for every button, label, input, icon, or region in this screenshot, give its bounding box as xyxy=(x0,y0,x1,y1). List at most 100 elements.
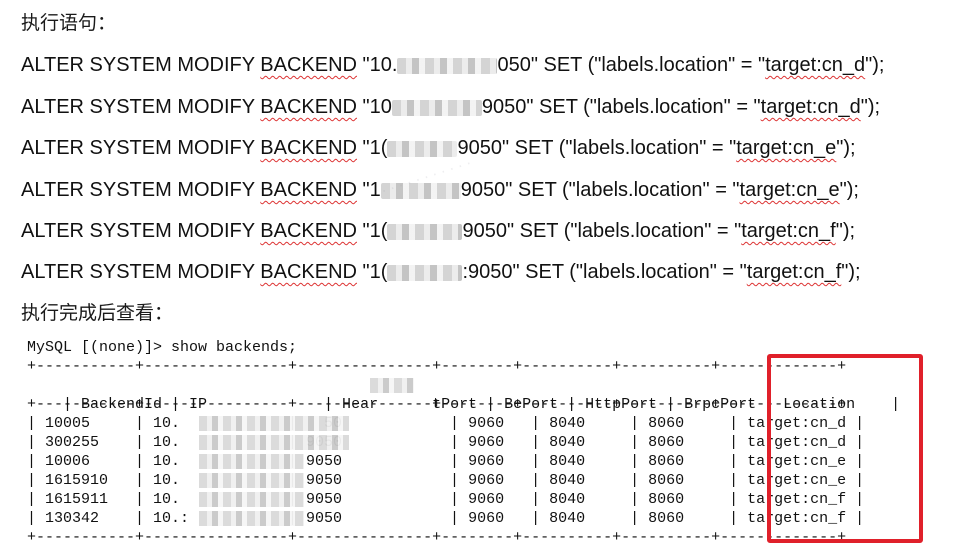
redacted-ip-cell xyxy=(199,435,349,450)
cell-separator: | xyxy=(27,472,46,489)
cell-separator: | xyxy=(855,415,865,432)
cell-id: 10006 xyxy=(45,453,91,470)
sql-location-value: target:cn_e xyxy=(736,137,837,159)
sql-tail: "); xyxy=(836,137,856,159)
cell-separator: | xyxy=(450,472,469,489)
sql-keyword: BACKEND xyxy=(260,179,357,201)
cell-http: 8040 xyxy=(549,510,586,527)
sql-ip-start: "1 xyxy=(357,179,381,201)
cell-separator: | xyxy=(27,491,46,508)
sql-location-value: target:cn_d xyxy=(760,96,861,118)
sql-statement: ALTER SYSTEM MODIFY BACKEND "10.050" SET… xyxy=(21,52,885,78)
table-row: | 1615910| 10.| 9050| 9060| 8040| 8060| … xyxy=(27,471,864,490)
sql-set-clause: SET ("labels.location" = " xyxy=(519,261,747,283)
cell-loc: target:cn_f xyxy=(747,491,847,508)
sql-tail: "); xyxy=(865,54,885,76)
sql-statement: ALTER SYSTEM MODIFY BACKEND "10 9050" SET… xyxy=(21,94,880,120)
cell-ip: 10. xyxy=(153,491,181,508)
sql-prefix: ALTER SYSTEM MODIFY xyxy=(21,137,261,159)
sql-set-clause: SET ("labels.location" = " xyxy=(533,96,761,118)
sql-set-clause: SET ("labels.location" = " xyxy=(509,137,737,159)
sql-location-value: target:cn_e xyxy=(739,179,840,201)
redacted-ip-cell xyxy=(199,492,304,507)
cell-be: 9060 xyxy=(468,472,505,489)
sql-statement: ALTER SYSTEM MODIFY BACKEND "1(9050" SET… xyxy=(21,218,855,244)
cell-be: 9060 xyxy=(468,415,505,432)
table-row: | 10006| 10.| 9050| 9060| 8040| 8060| ta… xyxy=(27,452,864,471)
cell-id: 130342 xyxy=(45,510,100,527)
cell-separator: | xyxy=(450,491,469,508)
cell-http: 8040 xyxy=(549,415,586,432)
cell-separator: | xyxy=(729,472,748,489)
cell-hb: 9050 xyxy=(306,472,343,489)
sql-prefix: ALTER SYSTEM MODIFY xyxy=(21,220,261,242)
cell-id: 10005 xyxy=(45,415,91,432)
cell-separator: | xyxy=(450,453,469,470)
cell-brpc: 8060 xyxy=(648,510,685,527)
redacted-ip-cell xyxy=(199,473,304,488)
cell-id: 1615911 xyxy=(45,491,109,508)
table-row: | 10005| 10.| 50| 9060| 8040| 8060| targ… xyxy=(27,414,864,433)
sql-keyword: BACKEND xyxy=(260,96,357,118)
cell-separator: | xyxy=(855,434,865,451)
cell-separator: | xyxy=(630,453,649,470)
redacted-ip xyxy=(397,57,498,74)
sql-set-clause: SET ("labels.location" = " xyxy=(514,220,742,242)
redacted-header xyxy=(370,378,414,393)
redacted-ip-cell xyxy=(199,416,349,431)
redacted-ip xyxy=(387,264,463,281)
cell-http: 8040 xyxy=(549,491,586,508)
cell-brpc: 8060 xyxy=(648,453,685,470)
cell-separator: | xyxy=(855,453,865,470)
cell-separator: | xyxy=(450,415,469,432)
header-text: | BackendId | IP | Hear tPort | BePort |… xyxy=(63,396,901,413)
cell-separator: | xyxy=(135,472,154,489)
table-row: | 300255| 10.| 9050| 9060| 8040| 8060| t… xyxy=(27,433,864,452)
cell-hb: 9050 xyxy=(306,453,343,470)
sql-prefix: ALTER SYSTEM MODIFY xyxy=(21,96,261,118)
sql-ip-end: 9050" xyxy=(481,96,534,118)
table-border-bottom: +-----------+----------------+----------… xyxy=(27,529,847,546)
cell-separator: | xyxy=(531,491,550,508)
cell-hb: 9050 xyxy=(306,491,343,508)
cell-separator: | xyxy=(855,472,865,489)
cell-ip: 10. xyxy=(153,453,181,470)
location-highlight-box xyxy=(767,354,923,543)
sql-prefix: ALTER SYSTEM MODIFY xyxy=(21,261,261,283)
cell-separator: | xyxy=(630,472,649,489)
sql-ip-end: 9050" xyxy=(462,220,515,242)
cell-be: 9060 xyxy=(468,510,505,527)
cell-separator: | xyxy=(729,491,748,508)
sql-tail: "); xyxy=(835,220,856,242)
sql-ip-start: "1( xyxy=(357,261,388,283)
sql-ip-start: "10 xyxy=(357,96,392,118)
sql-ip-end: 9050" xyxy=(460,179,513,201)
cell-separator: | xyxy=(531,434,550,451)
cell-brpc: 8060 xyxy=(648,491,685,508)
sql-ip-start: "1( xyxy=(357,137,388,159)
cell-separator: | xyxy=(27,510,46,527)
cell-be: 9060 xyxy=(468,453,505,470)
redacted-ip xyxy=(391,99,482,116)
sql-ip-start: "10. xyxy=(357,54,398,76)
console-prompt: MySQL [(none)]> show backends; xyxy=(27,339,298,356)
sql-location-value: target:cn_f xyxy=(741,220,836,242)
cell-http: 8040 xyxy=(549,453,586,470)
cell-http: 8040 xyxy=(549,434,586,451)
redacted-ip xyxy=(387,140,458,157)
cell-id: 1615910 xyxy=(45,472,109,489)
sql-ip-end: :9050" xyxy=(462,261,520,283)
cell-loc: target:cn_d xyxy=(747,434,847,451)
table-row: | 130342| 10.:| 9050| 9060| 8040| 8060| … xyxy=(27,509,864,528)
cell-separator: | xyxy=(729,453,748,470)
cell-ip: 10. xyxy=(153,472,181,489)
sql-keyword: BACKEND xyxy=(260,137,357,159)
cell-separator: | xyxy=(27,434,46,451)
cell-separator: | xyxy=(531,415,550,432)
sql-tail: "); xyxy=(839,179,859,201)
table-row: | 1615911| 10.| 9050| 9060| 8040| 8060| … xyxy=(27,490,864,509)
cell-separator: | xyxy=(531,472,550,489)
cell-be: 9060 xyxy=(468,434,505,451)
cell-be: 9060 xyxy=(468,491,505,508)
